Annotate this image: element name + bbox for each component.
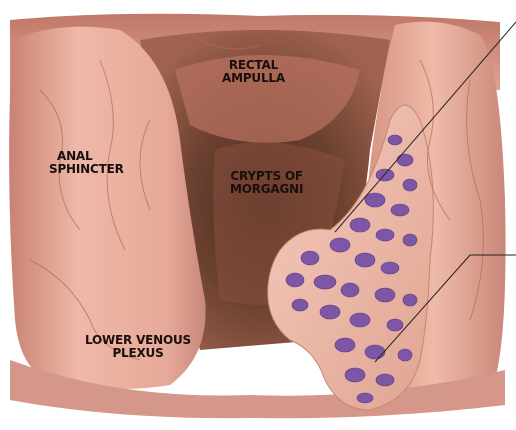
anal-sphincter-label: ANAL SPHINCTER [49, 150, 124, 176]
lower-venous-plexus-label: LOWER VENOUS PLEXUS [85, 334, 191, 360]
crypts-of-morgagni-label: CRYPTS OF MORGAGNI [230, 170, 303, 196]
rectal-ampulla-label: RECTAL AMPULLA [222, 59, 285, 85]
